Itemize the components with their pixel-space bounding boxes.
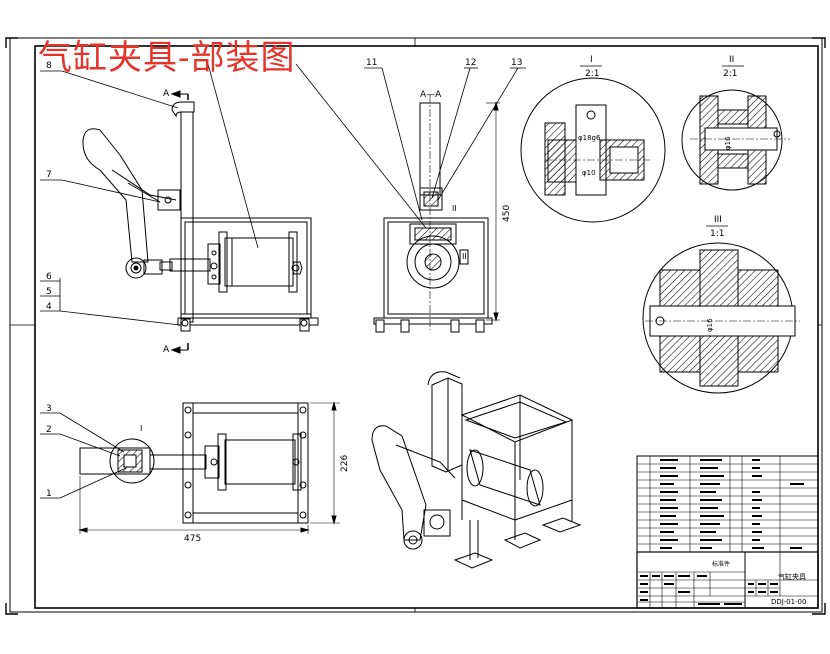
part-number-12: 12 [465, 58, 476, 68]
detail-i-fit-b: φ10 [582, 169, 596, 177]
section-mark-top: A [163, 89, 170, 99]
title-block-drawing-no: DDJ-01-00 [771, 598, 806, 606]
detail-callout-i: I [140, 424, 142, 433]
title-block-fill [640, 575, 778, 605]
sheet-frame [5, 37, 826, 615]
part-number-6: 6 [46, 272, 52, 282]
part-number-13: 13 [511, 58, 522, 68]
part-number-2: 2 [46, 425, 52, 435]
detail-callout-ii: II [452, 204, 457, 213]
part-number-8: 8 [46, 61, 52, 71]
detail-ii-name: II [729, 55, 734, 65]
detail-ii [681, 89, 790, 191]
title-block-name: 气缸夹具 [778, 572, 806, 581]
dimension-depth: 226 [340, 455, 350, 472]
top-view [78, 401, 340, 534]
detail-iii [642, 242, 800, 394]
parts-list-table [636, 455, 819, 553]
detail-iii-scale: 1:1 [710, 229, 724, 239]
dimension-width: 475 [184, 534, 201, 544]
detail-iii-name: III [714, 215, 722, 225]
detail-ii-scale: 2:1 [723, 69, 737, 79]
parts-list-entries [660, 459, 804, 549]
title-block-material: 标准件 [712, 560, 730, 568]
dimension-height: 450 [502, 205, 512, 222]
part-number-4: 4 [46, 302, 52, 312]
part-number-3: 3 [46, 404, 52, 414]
section-title: A—A [420, 90, 442, 100]
detail-iii-fit: φ16 [706, 318, 714, 332]
part-number-7: 7 [46, 170, 52, 180]
detail-i-name: I [590, 55, 593, 65]
detail-i-scale: 2:1 [585, 69, 599, 79]
section-mark-bottom: A [163, 345, 170, 355]
detail-ii-fit: φ16 [724, 136, 732, 150]
part-number-1: 1 [46, 489, 52, 499]
part-number-11: 11 [366, 58, 377, 68]
part-number-5: 5 [46, 287, 52, 297]
detail-i-fit-a: φ18g6 [578, 134, 601, 142]
title-block [636, 551, 819, 609]
isometric-view [371, 371, 582, 569]
section-view-a-a [373, 95, 500, 333]
part-leaders [40, 63, 526, 499]
drawing-title: 气缸夹具-部装图 [38, 38, 296, 78]
detail-i [520, 77, 666, 223]
detail-callout-iii: III [462, 252, 469, 261]
part-numbers: 8 7 6 5 4 11 12 13 3 2 1 [46, 58, 522, 499]
front-view [82, 90, 319, 354]
